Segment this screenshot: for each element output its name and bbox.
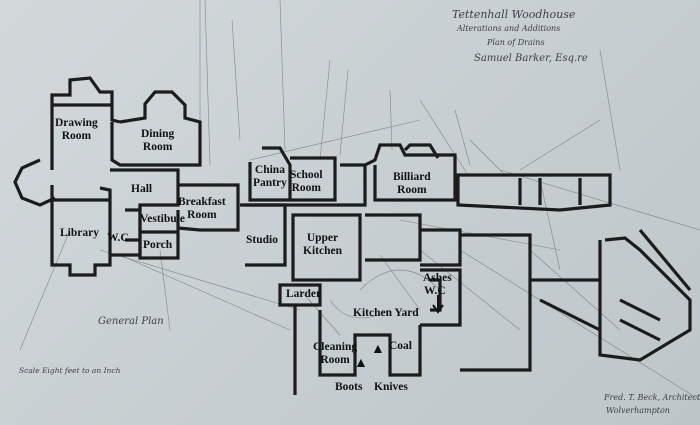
drawing-title: Tettenhall Woodhouse	[452, 8, 576, 21]
wc-left-label: W.C	[107, 232, 129, 244]
drawing-client: Samuel Barker, Esq.re	[474, 53, 588, 64]
porch-label: Porch	[143, 239, 173, 251]
architect-caption: Fred. T. Beck, Architect	[604, 393, 700, 402]
knives-label: Knives	[374, 381, 408, 393]
boots-label: Boots	[335, 381, 363, 393]
walls	[13, 76, 692, 395]
larder-label: Larder	[286, 288, 322, 300]
scale-caption: Scale Eight feet to an Inch	[19, 366, 121, 375]
drawing-subtitle: Alterations and Additions	[457, 24, 561, 33]
wc-right-label: W.C	[424, 285, 446, 297]
knives-arrow-icon: ▲	[371, 342, 385, 357]
general-plan-caption: General Plan	[98, 316, 164, 327]
library-label: Library	[60, 227, 99, 239]
kitchen-yard-label: Kitchen Yard	[353, 307, 419, 319]
studio-label: Studio	[246, 234, 278, 246]
drawing-plan-of-drains: Plan of Drains	[487, 38, 545, 47]
drain-lines	[19, 0, 700, 401]
coal-label: Coal	[389, 340, 412, 352]
vestibule-label: Vestibule	[140, 213, 185, 225]
ashes-label: Ashes	[423, 272, 452, 284]
boots-arrow-icon: ▲	[354, 356, 368, 371]
hall-label: Hall	[131, 183, 153, 195]
architect-city: Wolverhampton	[606, 406, 670, 415]
